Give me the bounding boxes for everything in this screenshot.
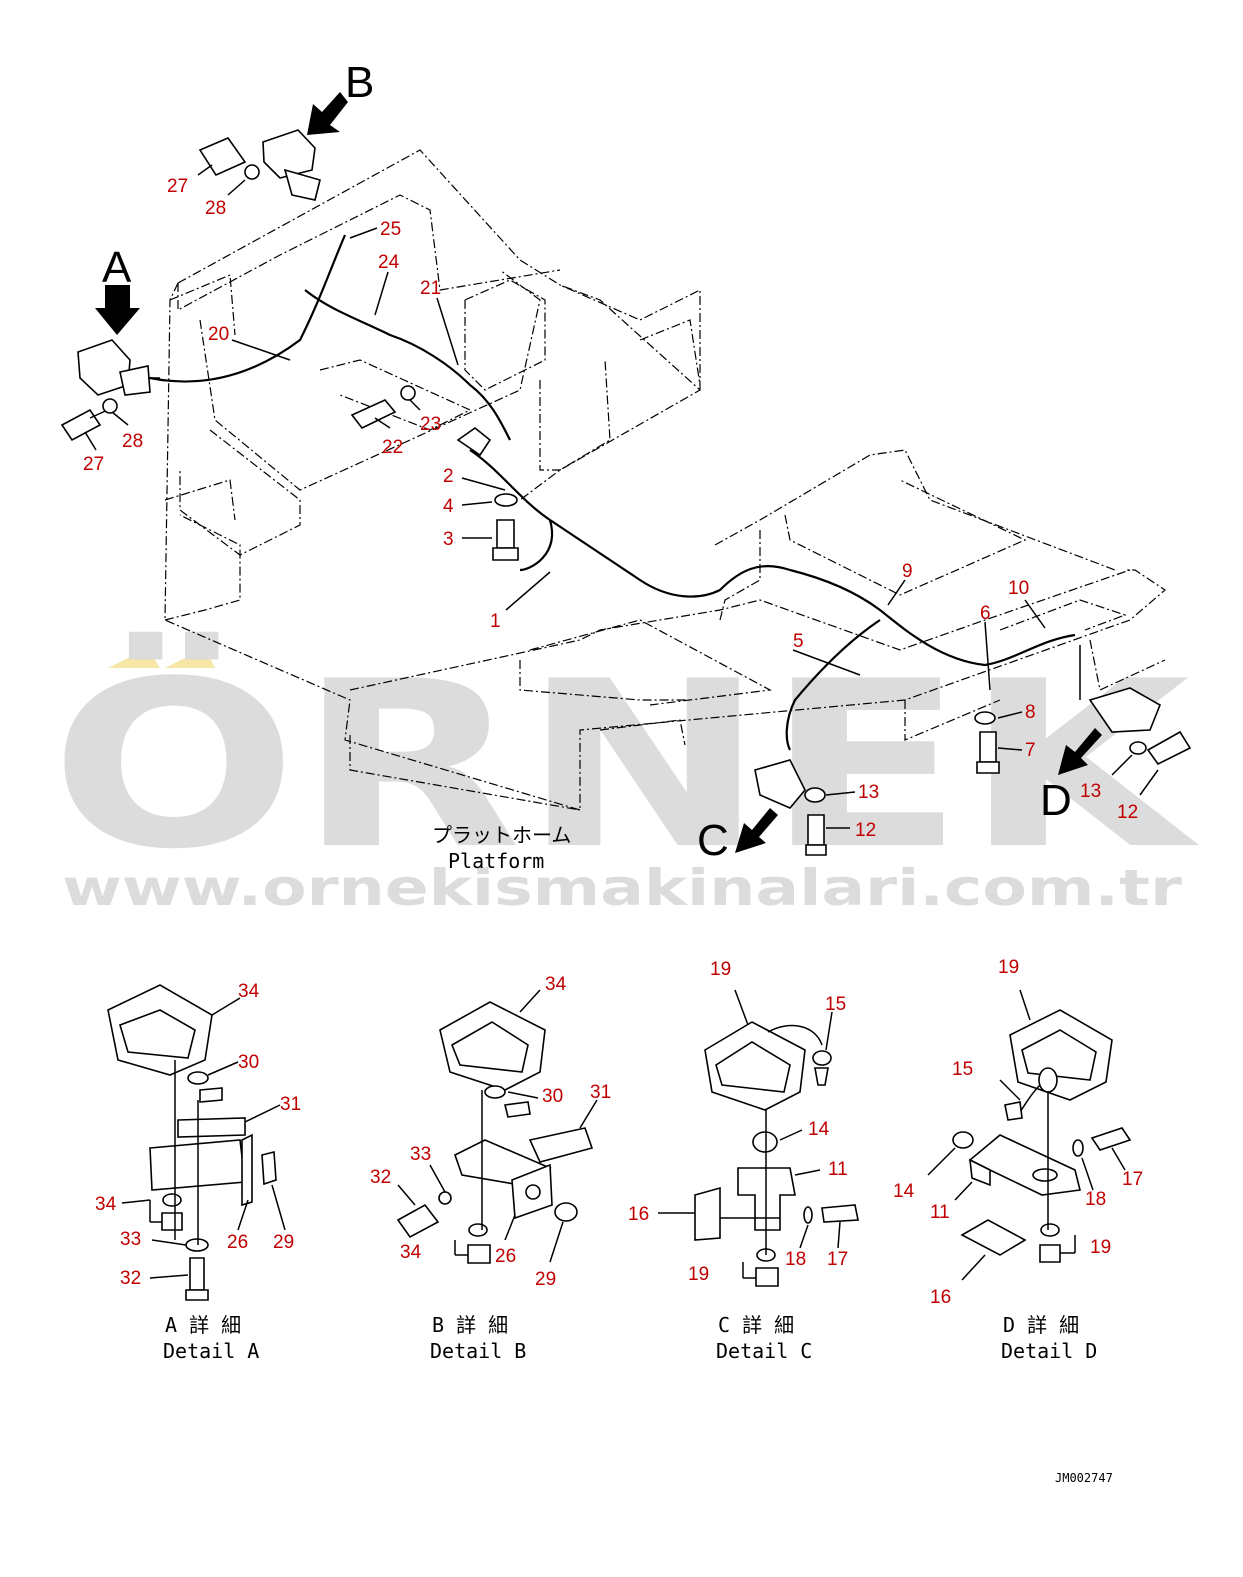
detail-c-callout-19-top: 19 [710, 959, 731, 980]
detail-b-callout-30: 30 [542, 1086, 563, 1107]
platform-caption-jp: プラットホーム [432, 823, 571, 847]
callout-13-d: 13 [1080, 781, 1101, 802]
detail-a-callout-33: 33 [120, 1229, 141, 1250]
main-leaders [84, 164, 1159, 829]
callout-27-left: 27 [83, 454, 104, 475]
detail-a-callout-32: 32 [120, 1268, 141, 1289]
detail-a-callout-34-top: 34 [238, 981, 260, 1002]
detail-d-callout-19: 19 [1090, 1237, 1111, 1258]
detail-d-callout-16: 16 [930, 1287, 951, 1308]
lamp-b-assembly: B [198, 58, 374, 201]
callout-12-d: 12 [1117, 802, 1138, 823]
platform-caption: プラットホーム Platform [432, 823, 571, 873]
detail-d-callout-17: 17 [1122, 1169, 1143, 1190]
view-letter-b: B [345, 58, 374, 107]
main-hardware: C D [350, 385, 1192, 865]
callout-8: 8 [1025, 702, 1036, 723]
detail-b-callout-32: 32 [370, 1167, 391, 1188]
detail-c-callout-16: 16 [628, 1204, 649, 1225]
detail-b-callout-31: 31 [590, 1082, 611, 1103]
detail-b-caption-jp: B 詳 細 [432, 1313, 508, 1337]
detail-d-callout-15: 15 [952, 1059, 973, 1080]
detail-b-callout-29: 29 [535, 1269, 556, 1290]
detail-b-callout-34-top: 34 [545, 974, 567, 995]
detail-d-caption-jp: D 詳 細 [1003, 1313, 1079, 1337]
detail-a-callout-30: 30 [238, 1052, 259, 1073]
detail-c: 19 15 14 11 16 18 17 19 C 詳 細 Detail C [628, 959, 859, 1363]
callout-9: 9 [902, 561, 913, 582]
callout-2: 2 [443, 466, 454, 487]
platform-caption-en: Platform [448, 849, 544, 873]
callout-25: 25 [380, 219, 401, 240]
detail-a-callout-26: 26 [227, 1232, 248, 1253]
callout-24: 24 [378, 252, 400, 273]
callout-4: 4 [443, 496, 454, 517]
callout-21: 21 [420, 278, 441, 299]
detail-b: 34 30 31 33 32 34 26 29 B 詳 細 Detail B [370, 974, 611, 1363]
callout-5: 5 [793, 631, 804, 652]
callout-3: 3 [443, 529, 454, 550]
detail-c-callout-17: 17 [827, 1249, 848, 1270]
detail-a: 34 30 31 34 33 26 29 32 A 詳 細 Detail A [95, 981, 301, 1363]
arrow-b-icon [307, 92, 348, 135]
callout-10: 10 [1008, 578, 1029, 599]
detail-c-callout-15: 15 [825, 994, 846, 1015]
detail-b-callout-34: 34 [400, 1242, 422, 1263]
detail-a-callout-29: 29 [273, 1232, 294, 1253]
detail-d-caption-en: Detail D [1001, 1339, 1097, 1363]
callout-28-left: 28 [122, 431, 143, 452]
detail-a-caption-jp: A 詳 細 [165, 1313, 241, 1337]
detail-a-callout-31: 31 [280, 1094, 301, 1115]
detail-c-callout-18: 18 [785, 1249, 806, 1270]
platform-frame [164, 149, 1166, 811]
detail-d-callout-18: 18 [1085, 1189, 1106, 1210]
lamp-a-assembly: A [60, 243, 160, 442]
callout-20: 20 [208, 324, 229, 345]
detail-c-caption-jp: C 詳 細 [718, 1313, 794, 1337]
detail-b-callout-33: 33 [410, 1144, 431, 1165]
callout-27-top: 27 [167, 176, 188, 197]
detail-c-caption-en: Detail C [716, 1339, 812, 1363]
watermark-url: www.ornekismakinalari.com.tr [62, 859, 1182, 917]
detail-c-callout-19: 19 [688, 1264, 709, 1285]
callout-6: 6 [980, 603, 991, 624]
detail-c-callout-14: 14 [808, 1119, 830, 1140]
callout-22: 22 [382, 437, 403, 458]
view-letter-a: A [102, 243, 132, 292]
view-letter-d: D [1040, 776, 1072, 825]
callout-1: 1 [490, 611, 501, 632]
callout-28-top: 28 [205, 198, 226, 219]
detail-a-callout-34: 34 [95, 1194, 117, 1215]
callout-13-c: 13 [858, 782, 879, 803]
callout-12-c: 12 [855, 820, 876, 841]
detail-d-callout-19-top: 19 [998, 957, 1019, 978]
drawing-code: JM002747 [1055, 1471, 1113, 1485]
detail-b-caption-en: Detail B [430, 1339, 526, 1363]
view-letter-c: C [697, 816, 729, 865]
detail-c-callout-11: 11 [828, 1159, 848, 1180]
detail-a-caption-en: Detail A [163, 1339, 259, 1363]
detail-b-callout-26: 26 [495, 1246, 516, 1267]
watermark-brand: ÖRNEK [50, 631, 1200, 900]
detail-d: 19 15 17 14 11 18 19 16 D 詳 細 Detail D [893, 957, 1143, 1363]
wire-harness [149, 234, 1076, 751]
arrow-c-icon [735, 808, 778, 853]
arrow-d-icon [1058, 728, 1102, 775]
callout-23: 23 [420, 414, 441, 435]
detail-d-callout-14: 14 [893, 1181, 915, 1202]
detail-d-callout-11: 11 [930, 1202, 950, 1223]
watermark: ÖRNEK www.ornekismakinalari.com.tr [50, 631, 1200, 917]
arrow-a-icon [95, 285, 140, 335]
main-callouts: 27 28 25 24 21 20 28 27 22 23 2 4 3 1 9 … [83, 176, 1138, 841]
callout-7: 7 [1025, 740, 1036, 761]
